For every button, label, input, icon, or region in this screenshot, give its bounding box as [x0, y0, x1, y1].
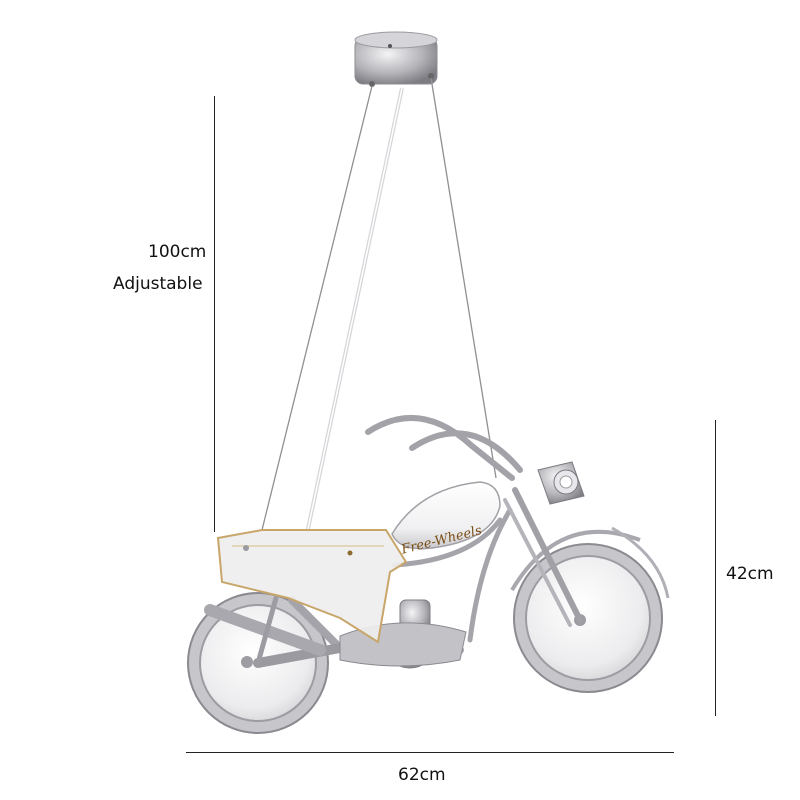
width-label: 62cm [398, 765, 446, 785]
body-height-dimension-line [715, 420, 716, 716]
height-dimension-line [214, 96, 215, 532]
fuel-tank: Free-Wheels [391, 481, 501, 558]
handlebars [365, 414, 523, 481]
ceiling-canopy [354, 31, 438, 87]
height-label: 100cm [148, 242, 207, 262]
suspension-wires [261, 77, 497, 531]
adjustable-label: Adjustable [113, 274, 203, 294]
headlight [537, 461, 585, 505]
width-dimension-line [186, 752, 674, 753]
seat-panel [216, 529, 408, 644]
front-wheel [513, 543, 663, 693]
body-height-label: 42cm [726, 564, 774, 584]
